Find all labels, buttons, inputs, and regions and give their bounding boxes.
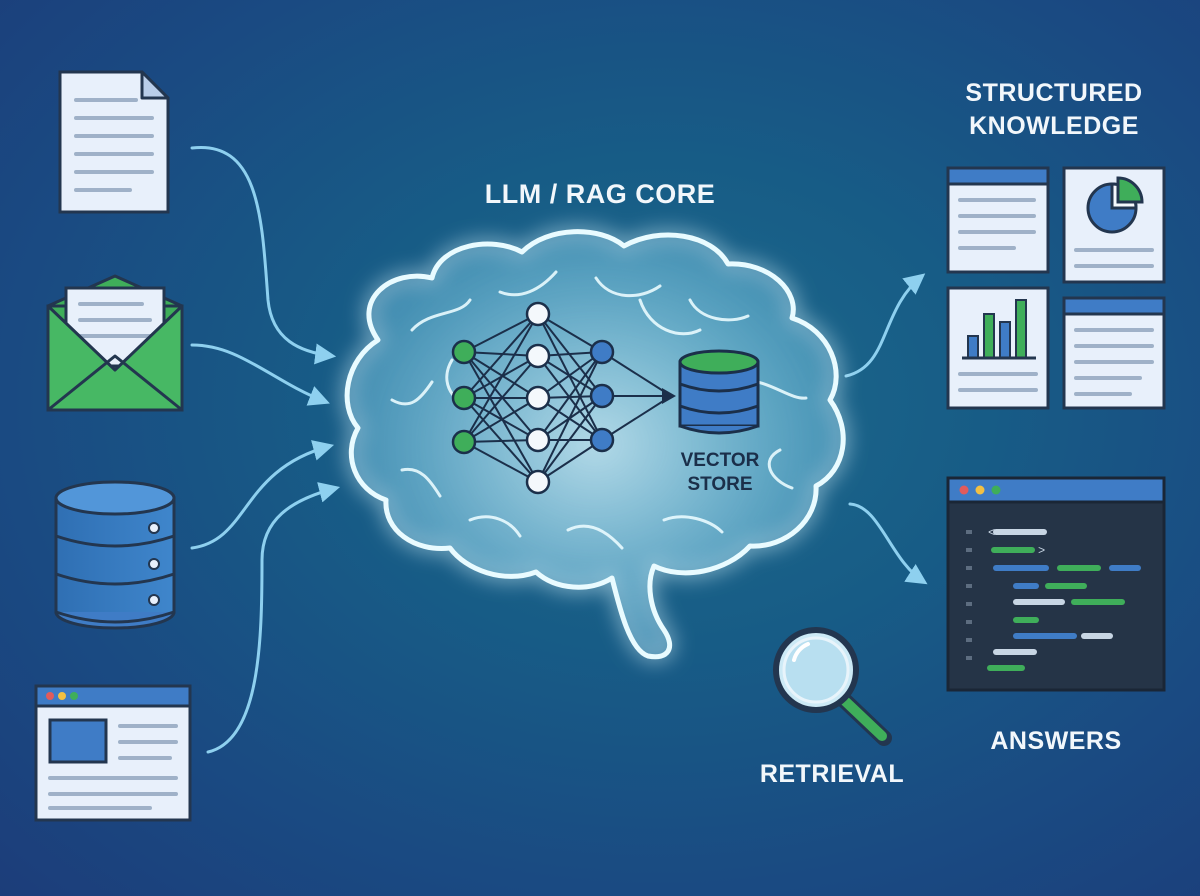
magnifier-icon [773, 627, 892, 746]
input-flow-arrows [190, 146, 928, 754]
neural-network-icon [451, 301, 676, 495]
svg-text:>: > [1038, 544, 1045, 558]
core-title: LLM / RAG CORE [485, 179, 716, 209]
envelope-icon [46, 274, 184, 412]
structured-knowledge-title-line1: STRUCTURED [965, 79, 1142, 107]
pie-chart-icon [1062, 166, 1166, 284]
browser-window-icon [34, 684, 192, 822]
code-editor-icon: < > [946, 476, 1166, 692]
answers-label: ANSWERS [990, 727, 1121, 755]
retrieval-label: RETRIEVAL [760, 760, 904, 788]
document-icon [58, 70, 170, 214]
vector-store-label-line2: STORE [687, 474, 752, 495]
database-icon [54, 480, 176, 630]
structured-knowledge-title-line2: KNOWLEDGE [969, 112, 1139, 140]
svg-text:<: < [988, 526, 995, 540]
knowledge-card-text-2 [1062, 296, 1166, 410]
knowledge-card-text [946, 166, 1050, 274]
bar-chart-icon [946, 286, 1050, 410]
vector-store-label-line1: VECTOR [681, 450, 760, 471]
vector-store-database-icon [678, 349, 760, 435]
